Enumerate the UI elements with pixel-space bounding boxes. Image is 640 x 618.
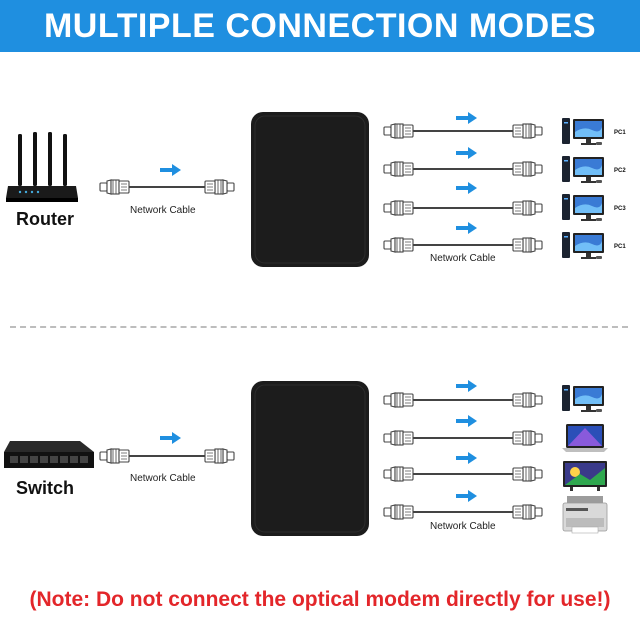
output-cable-label: Network Cable [430, 521, 496, 532]
section-divider [10, 326, 628, 328]
banner-title: MULTIPLE CONNECTION MODES [43, 6, 597, 45]
input-cable-label: Network Cable [130, 473, 196, 484]
pc-tag: PC1 [614, 244, 626, 250]
input-cable-label: Network Cable [130, 205, 196, 216]
pc-tag: PC1 [614, 130, 626, 136]
router-label: Router [16, 209, 74, 229]
cable-2 [383, 147, 542, 177]
network-hub-box [251, 381, 369, 536]
cable-1 [383, 112, 542, 139]
laptop-icon [562, 424, 608, 452]
desktop-pc-icon [562, 156, 604, 183]
desktop-pc-icon [562, 194, 604, 221]
network-switch-icon [4, 441, 94, 468]
router-icon [6, 132, 78, 202]
switch-label: Switch [16, 478, 74, 498]
cable-3 [383, 452, 542, 482]
desktop-pc-icon [562, 385, 604, 412]
desktop-pc-icon [562, 118, 604, 145]
output-network-cables [383, 380, 542, 520]
cable-4 [383, 490, 542, 520]
smart-tv-icon [563, 461, 607, 491]
bottom-section: Switch Network Cable Network Cable [4, 380, 608, 536]
cable-4 [383, 222, 542, 253]
network-hub-box [251, 112, 369, 267]
top-section: Router Network Cable Network Cable PC1 P… [6, 112, 626, 267]
input-network-cable [99, 164, 234, 195]
pc-tag: PC3 [614, 206, 626, 212]
cable-3 [383, 182, 542, 216]
output-cable-label: Network Cable [430, 253, 496, 264]
output-network-cables [383, 112, 542, 253]
cable-1 [383, 380, 542, 408]
cable-2 [383, 415, 542, 446]
pc-tag: PC2 [614, 168, 626, 174]
desktop-pc-icon [562, 232, 604, 259]
title-banner: MULTIPLE CONNECTION MODES [0, 0, 640, 52]
printer-icon [562, 496, 608, 534]
input-network-cable [99, 432, 234, 464]
warning-note: (Note: Do not connect the optical modem … [29, 588, 611, 611]
